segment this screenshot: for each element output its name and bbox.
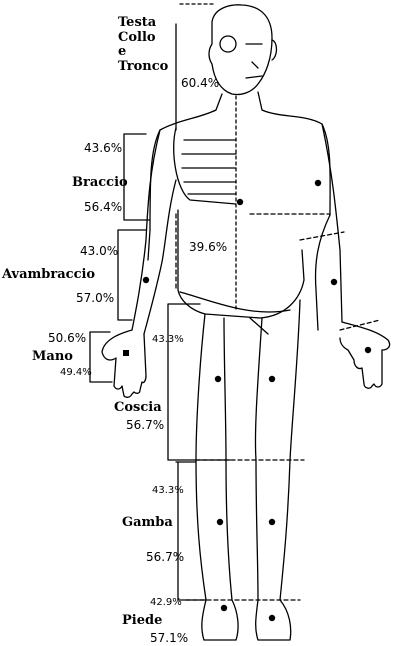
pelvis bbox=[180, 292, 290, 334]
com-dot-right-hand bbox=[365, 347, 371, 353]
label-foot: Piede bbox=[122, 614, 162, 627]
com-dot-right-leg bbox=[269, 519, 275, 525]
skull-orbit bbox=[220, 36, 236, 52]
rib-cage bbox=[174, 128, 236, 204]
pct-thigh-upper: 43.3% bbox=[152, 335, 184, 345]
label-head-line1: Testa bbox=[118, 16, 168, 31]
label-head-line4: Tronco bbox=[118, 60, 168, 75]
com-dot-left-thigh bbox=[215, 376, 221, 382]
com-dot-right-thigh bbox=[269, 376, 275, 382]
right-hand bbox=[340, 322, 390, 388]
right-leg bbox=[255, 300, 300, 600]
guide-dash-wrist bbox=[340, 320, 380, 330]
pct-arm-lower: 56.4% bbox=[84, 201, 122, 213]
label-leg: Gamba bbox=[122, 516, 173, 529]
com-dot-left-forearm bbox=[143, 277, 149, 283]
com-dot-left-leg bbox=[217, 519, 223, 525]
pct-hand-lower: 49.4% bbox=[60, 368, 92, 378]
label-thigh: Coscia bbox=[114, 401, 162, 414]
pct-leg-lower: 56.7% bbox=[146, 551, 184, 563]
com-dot-right-forearm bbox=[331, 279, 337, 285]
label-head-neck-trunk: Testa Collo e Tronco bbox=[118, 16, 168, 74]
pct-hand-upper: 50.6% bbox=[48, 332, 86, 344]
com-dot-trunk bbox=[237, 199, 243, 205]
left-foot bbox=[202, 600, 238, 640]
guide-bracket-thigh bbox=[168, 304, 200, 460]
pct-trunk-lower: 39.6% bbox=[189, 241, 227, 253]
com-dot-right-arm bbox=[315, 180, 321, 186]
label-forearm: Avambraccio bbox=[2, 268, 95, 281]
ear bbox=[272, 40, 277, 60]
guide-bracket-hand bbox=[90, 332, 112, 382]
pct-leg-upper: 43.3% bbox=[152, 486, 184, 496]
pct-arm-upper: 43.6% bbox=[84, 142, 122, 154]
label-head-line2: Collo bbox=[118, 31, 168, 46]
pct-foot-lower: 57.1% bbox=[150, 632, 188, 644]
pct-thigh-lower: 56.7% bbox=[126, 419, 164, 431]
com-dot-left-foot bbox=[221, 605, 227, 611]
label-head-line3: e bbox=[118, 45, 168, 60]
pct-foot-upper: 42.9% bbox=[150, 598, 182, 608]
com-dot-left-hand bbox=[123, 350, 129, 356]
label-hand: Mano bbox=[32, 350, 73, 363]
left-hand bbox=[102, 330, 146, 397]
pct-forearm-lower: 57.0% bbox=[76, 292, 114, 304]
guide-bracket-leg bbox=[176, 462, 206, 600]
pct-head: 60.4% bbox=[181, 77, 219, 89]
pct-forearm-upper: 43.0% bbox=[80, 245, 118, 257]
left-leg bbox=[196, 314, 232, 600]
com-dot-right-foot bbox=[269, 615, 275, 621]
label-arm: Braccio bbox=[72, 176, 128, 189]
